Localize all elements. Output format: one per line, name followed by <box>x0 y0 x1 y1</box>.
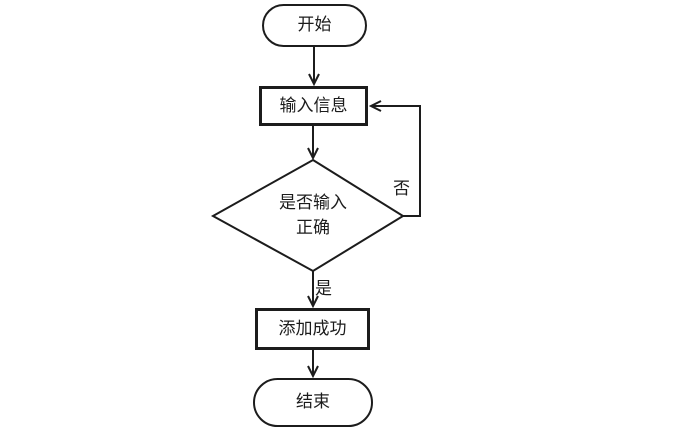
process-success-label: 添加成功 <box>278 318 347 338</box>
start-node: 开始 <box>262 4 367 47</box>
arrow-no-loopback <box>371 106 421 217</box>
decision-label-line1: 是否输入 <box>279 193 347 212</box>
end-node: 结束 <box>253 378 373 427</box>
process-input-node: 输入信息 <box>259 86 368 126</box>
end-node-label: 结束 <box>296 392 330 412</box>
edge-label-yes: 是 <box>315 279 332 298</box>
process-input-label: 输入信息 <box>279 95 348 115</box>
decision-label-line2: 正确 <box>296 218 330 237</box>
start-node-label: 开始 <box>297 15 332 35</box>
decision-node-label: 是否输入 正确 <box>253 190 373 240</box>
edge-label-no: 否 <box>393 179 410 198</box>
process-success-node: 添加成功 <box>255 308 370 350</box>
